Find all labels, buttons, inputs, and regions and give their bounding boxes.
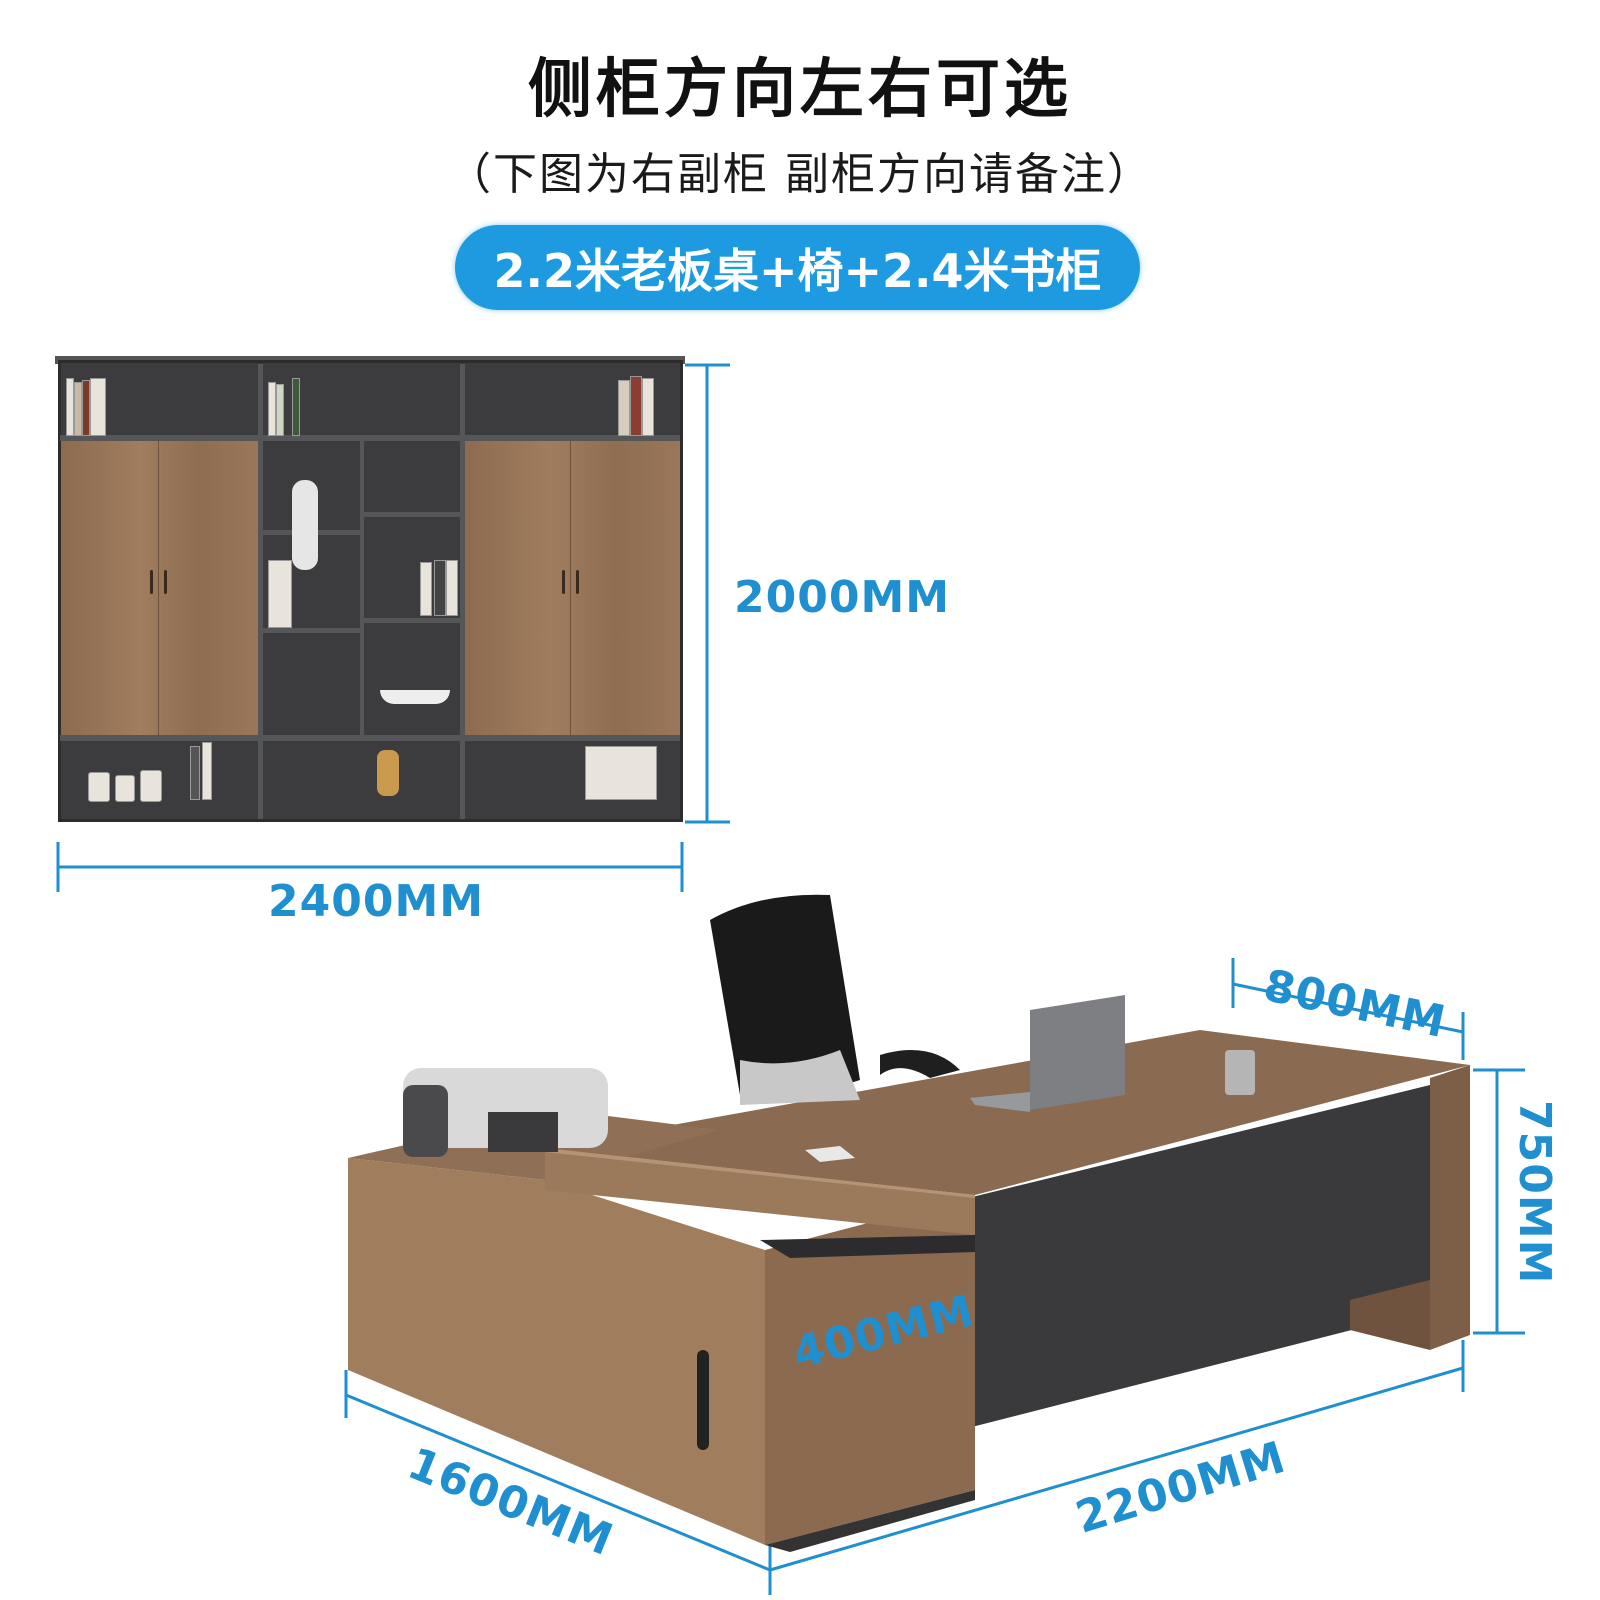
bookcase-width-label: 2400MM — [268, 876, 485, 927]
cup-decor — [140, 770, 162, 802]
book-decor — [82, 380, 90, 436]
book-decor — [292, 378, 300, 436]
door-seam — [158, 441, 159, 735]
book-decor — [202, 742, 212, 800]
bookcase-shelf — [60, 435, 680, 441]
bookcase-shelf — [263, 628, 360, 633]
bookcase-shelf — [60, 735, 680, 741]
bookcase-divider — [360, 441, 364, 736]
cup-decor — [115, 775, 135, 802]
door-handle — [576, 570, 579, 594]
bookcase-height-label: 2000MM — [734, 572, 951, 623]
book-decor — [446, 560, 458, 616]
figurine-decor — [292, 480, 318, 570]
book-decor — [268, 382, 276, 436]
bookcase-shelf — [364, 618, 460, 623]
door-handle — [150, 570, 153, 594]
book-decor — [585, 746, 657, 800]
book-decor — [434, 560, 446, 616]
book-decor — [642, 378, 654, 436]
headline-subtitle: （下图为右副柜 副柜方向请备注） — [447, 149, 1153, 200]
book-decor — [276, 384, 284, 436]
book-decor — [74, 382, 82, 436]
bookcase-divider — [460, 364, 465, 819]
book-decor — [190, 746, 200, 800]
bowl-decor — [380, 690, 450, 704]
bear-figurine-decor — [377, 750, 399, 796]
book-decor — [90, 378, 106, 436]
bookcase-shelf — [364, 512, 460, 517]
door-seam — [570, 441, 571, 735]
bookcase-door-left — [61, 441, 258, 735]
book-decor — [618, 380, 630, 436]
door-handle — [562, 570, 565, 594]
cup-decor — [88, 772, 110, 802]
book-decor — [66, 378, 74, 436]
product-set-badge: 2.2米老板桌+椅+2.4米书柜 — [455, 225, 1140, 310]
bookcase-divider — [258, 364, 263, 819]
book-decor — [630, 376, 642, 436]
door-handle — [164, 570, 167, 594]
book-decor — [268, 560, 292, 628]
headline-title: 侧柜方向左右可选 — [528, 53, 1072, 127]
bookcase-door-right — [465, 441, 680, 735]
desk-height-label: 750MM — [1509, 1100, 1560, 1285]
book-decor — [420, 562, 432, 616]
